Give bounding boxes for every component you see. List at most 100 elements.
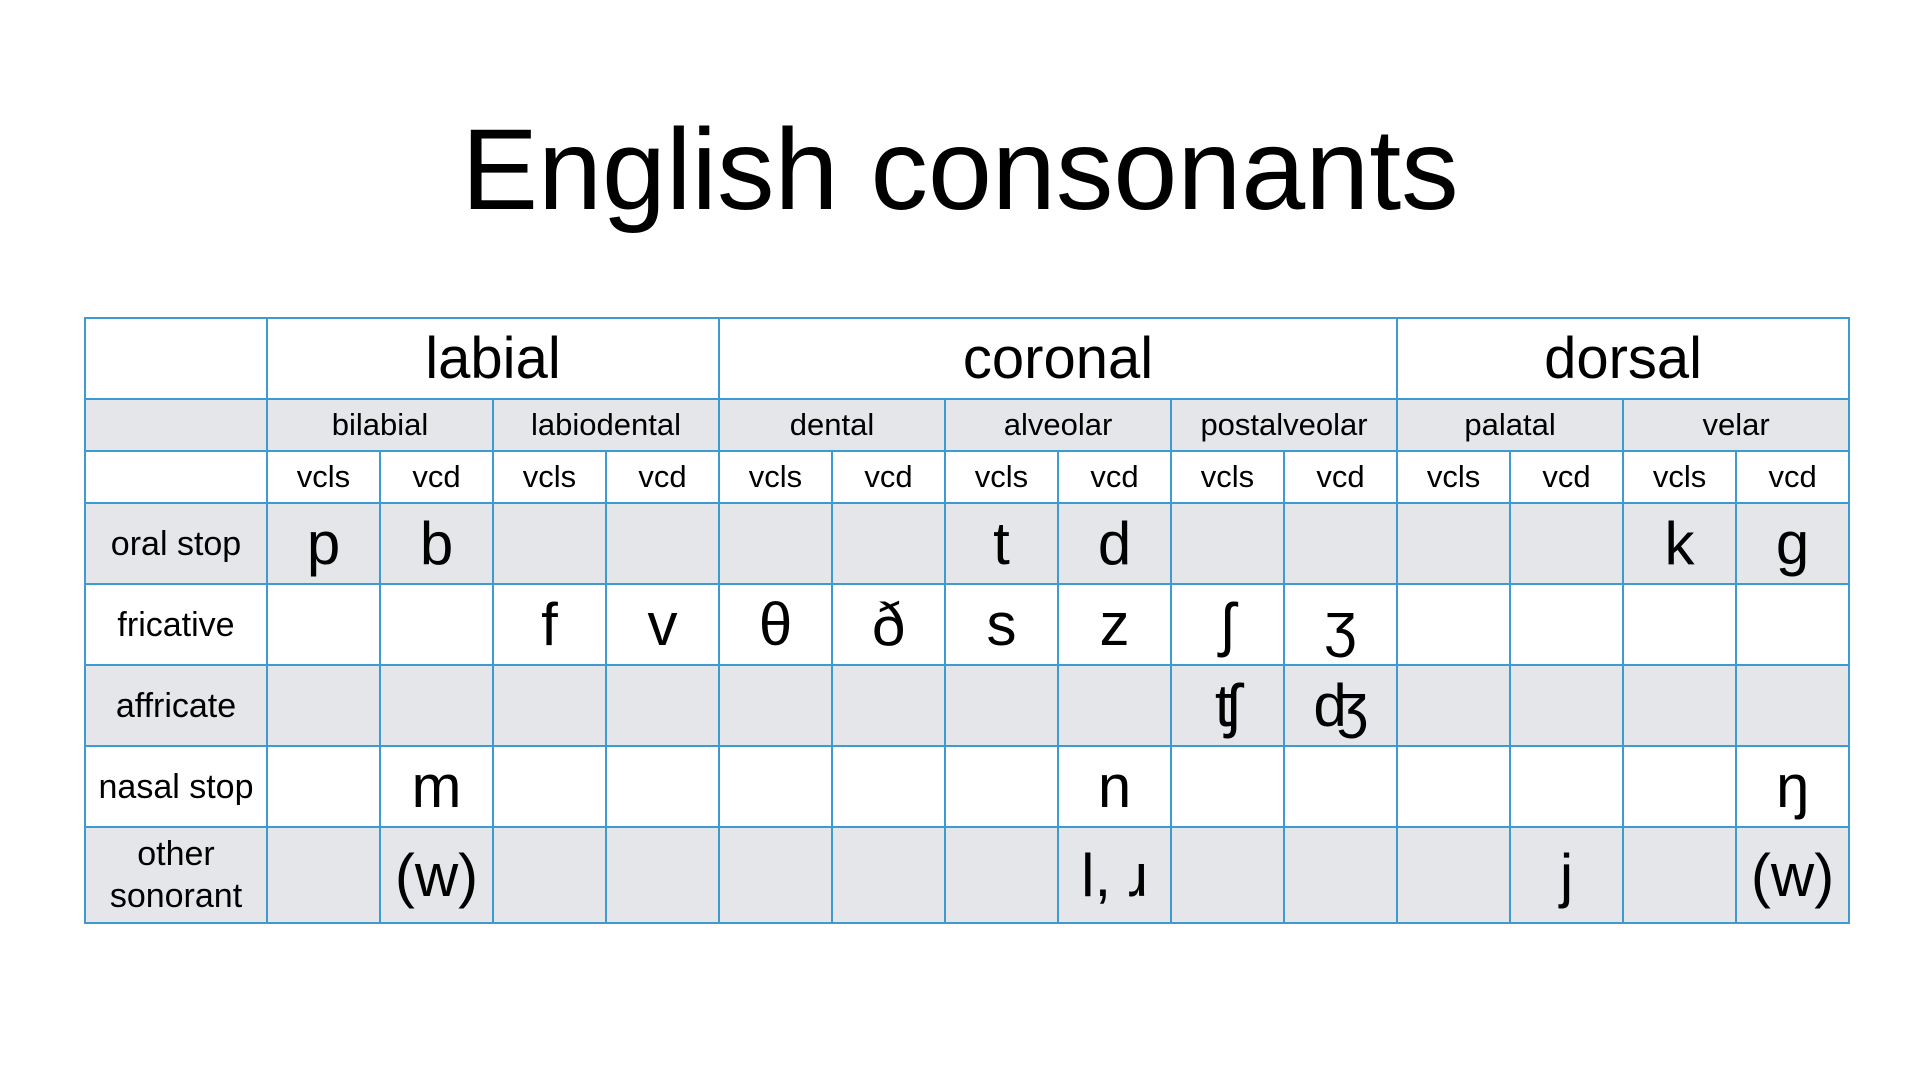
voicing-header-vcls: vcls: [1170, 450, 1285, 504]
empty-cell: [1282, 826, 1399, 924]
empty-cell: [266, 826, 381, 924]
consonant-symbol: f: [492, 583, 607, 666]
slide-title: English consonants: [461, 106, 1459, 234]
voicing-header-vcd: vcd: [1509, 450, 1625, 504]
empty-cell: [1622, 826, 1738, 924]
consonant-symbol: ʃ: [1170, 583, 1285, 666]
empty-cell: [492, 502, 607, 585]
empty-cell: [831, 664, 946, 747]
empty-cell: [1396, 745, 1512, 828]
subplace-header-palatal: palatal: [1396, 398, 1625, 452]
consonant-symbol: l, ɹ: [1057, 826, 1172, 924]
subplace-header-dental: dental: [718, 398, 946, 452]
consonant-symbol: m: [379, 745, 494, 828]
empty-cell: [492, 745, 607, 828]
manner-label: affricate: [84, 664, 268, 747]
consonant-symbol: g: [1735, 502, 1851, 585]
empty-cell: [1170, 745, 1285, 828]
voicing-header-vcls: vcls: [944, 450, 1059, 504]
consonant-symbol: (w): [1735, 826, 1851, 924]
voicing-header-vcd: vcd: [1735, 450, 1851, 504]
empty-cell: [605, 745, 720, 828]
subplace-header-bilabial: bilabial: [266, 398, 494, 452]
empty-cell: [831, 502, 946, 585]
empty-cell: [266, 745, 381, 828]
voicing-header-vcd: vcd: [605, 450, 720, 504]
empty-cell: [1396, 664, 1512, 747]
consonant-symbol: (w): [379, 826, 494, 924]
empty-cell: [831, 745, 946, 828]
empty-cell: [266, 664, 381, 747]
voicing-header-vcls: vcls: [492, 450, 607, 504]
voicing-header-vcd: vcd: [379, 450, 494, 504]
empty-cell: [1509, 745, 1625, 828]
subplace-header-velar: velar: [1622, 398, 1851, 452]
empty-cell: [1057, 664, 1172, 747]
voicing-header-vcls: vcls: [266, 450, 381, 504]
empty-cell: [1170, 826, 1285, 924]
voicing-header-vcd: vcd: [831, 450, 946, 504]
empty-cell: [718, 745, 833, 828]
empty-cell: [1282, 745, 1399, 828]
place-header-labial: labial: [266, 317, 720, 400]
empty-cell: [379, 664, 494, 747]
empty-cell: [1509, 664, 1625, 747]
empty-cell: [492, 664, 607, 747]
empty-cell: [718, 664, 833, 747]
consonant-symbol: v: [605, 583, 720, 666]
empty-cell: [831, 826, 946, 924]
manner-row-other-sonorant: other sonorant (w) l, ɹ j (w): [84, 826, 1851, 924]
consonant-symbol: b: [379, 502, 494, 585]
empty-cell: [379, 583, 494, 666]
empty-cell: [1735, 583, 1851, 666]
empty-cell: [605, 664, 720, 747]
empty-cell: [1622, 745, 1738, 828]
voicing-header-vcd: vcd: [1057, 450, 1172, 504]
subplace-header-postalveolar: postalveolar: [1169, 398, 1399, 452]
empty-cell: [944, 745, 1059, 828]
voicing-header-vcd: vcd: [1282, 450, 1399, 504]
consonant-symbol: ŋ: [1735, 745, 1851, 828]
empty-cell: [1396, 502, 1512, 585]
consonant-symbol: ð: [831, 583, 946, 666]
empty-cell: [718, 826, 833, 924]
consonant-symbol: p: [266, 502, 381, 585]
empty-cell: [492, 826, 607, 924]
manner-label: fricative: [84, 583, 268, 666]
empty-cell: [1735, 664, 1851, 747]
voicing-header-vcls: vcls: [1622, 450, 1738, 504]
empty-cell: [944, 664, 1059, 747]
place-header-coronal: coronal: [717, 317, 1399, 400]
empty-cell: [1396, 583, 1512, 666]
empty-cell: [1282, 502, 1399, 585]
consonant-symbol: ʧ: [1170, 664, 1285, 747]
empty-cell: [1622, 583, 1738, 666]
consonant-symbol: θ: [718, 583, 833, 666]
consonant-symbol: j: [1509, 826, 1625, 924]
empty-cell: [1396, 826, 1512, 924]
consonant-symbol: ʤ: [1282, 664, 1399, 747]
voicing-header-vcls: vcls: [1396, 450, 1512, 504]
corner-cell: [84, 398, 268, 452]
empty-cell: [1622, 664, 1738, 747]
consonant-symbol: ʒ: [1282, 583, 1399, 666]
place-header-dorsal: dorsal: [1396, 317, 1851, 400]
subplace-header-alveolar: alveolar: [944, 398, 1172, 452]
empty-cell: [944, 826, 1059, 924]
empty-cell: [1509, 502, 1625, 585]
empty-cell: [1509, 583, 1625, 666]
consonant-symbol: s: [944, 583, 1059, 666]
consonant-symbol: n: [1057, 745, 1172, 828]
manner-label: other sonorant: [84, 826, 268, 924]
consonant-symbol: k: [1622, 502, 1738, 585]
voicing-header-vcls: vcls: [718, 450, 833, 504]
corner-cell: [84, 317, 268, 400]
empty-cell: [718, 502, 833, 585]
